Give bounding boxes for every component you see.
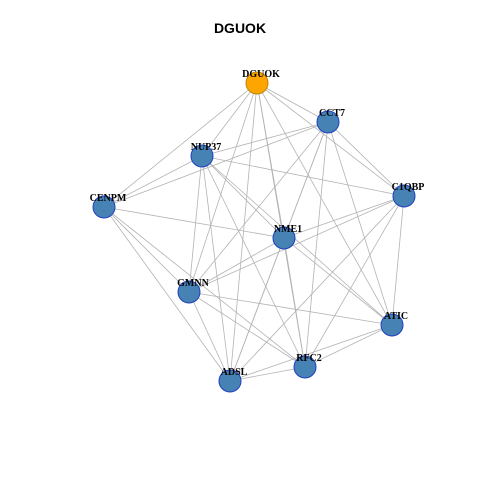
edge-gmnn-rfc2 [188,291,306,368]
edge-c1qbp-rfc2 [304,195,405,368]
edge-dguok-adsl [229,82,258,382]
edge-nup37-c1qbp [201,155,405,197]
node-nme1 [272,226,296,250]
edge-cenpm-adsl [103,206,231,382]
node-label-dguok: DGUOK [242,69,280,80]
edge-atic-rfc2 [304,324,393,368]
edge-c1qbp-atic [391,195,405,326]
node-label-cenpm: CENPM [90,193,127,204]
edge-nme1-atic [283,237,393,326]
edge-layer [103,82,405,382]
edge-c1qbp-nme1 [283,195,405,239]
edge-cct7-nup37 [201,121,329,157]
node-cenpm [92,195,116,219]
edge-rfc2-adsl [229,366,306,382]
edge-dguok-atic [256,82,393,326]
node-label-atic: ATIC [384,311,408,322]
node-label-rfc2: RFC2 [296,353,322,364]
node-adsl [218,369,242,393]
edge-cenpm-gmnn [103,206,190,293]
node-label-gmnn: GMNN [177,278,209,289]
graph-title: DGUOK [213,20,267,36]
edge-nup37-cenpm [103,155,203,208]
node-atic [380,313,404,337]
edge-cct7-atic [327,121,393,326]
edge-cct7-gmnn [188,121,329,293]
edge-cenpm-nme1 [103,206,285,239]
edge-nup37-gmnn [188,155,203,293]
node-label-c1qbp: C1QBP [392,182,425,193]
node-cct7 [316,110,340,134]
node-label-adsl: ADSL [221,367,248,378]
node-label-nme1: NME1 [274,224,302,235]
edge-dguok-nup37 [201,82,258,157]
edge-cct7-cenpm [103,121,329,208]
edge-dguok-cct7 [256,82,329,123]
node-gmnn [177,280,201,304]
node-label-cct7: CCT7 [319,108,345,119]
edge-nme1-adsl [229,237,285,382]
edge-nme1-rfc2 [283,237,306,368]
edge-dguok-c1qbp [256,82,405,197]
edge-c1qbp-gmnn [188,195,405,293]
edge-c1qbp-adsl [229,195,405,382]
edge-cct7-c1qbp [327,121,405,197]
node-label-nup37: NUP37 [191,142,222,153]
edge-gmnn-adsl [188,291,231,382]
edge-nme1-gmnn [188,237,285,293]
edge-nup37-rfc2 [201,155,306,368]
edge-cct7-rfc2 [304,121,329,368]
node-c1qbp [392,184,416,208]
edge-nup37-adsl [201,155,231,382]
edge-cenpm-rfc2 [103,206,306,368]
node-nup37 [190,144,214,168]
node-dguok [245,71,269,95]
node-rfc2 [293,355,317,379]
edge-dguok-cenpm [103,82,258,208]
edge-nup37-atic [201,155,393,326]
edge-gmnn-atic [188,291,393,326]
edge-dguok-gmnn [188,82,258,293]
edge-atic-adsl [229,324,393,382]
node-layer [92,71,416,393]
edge-nup37-nme1 [201,155,285,239]
